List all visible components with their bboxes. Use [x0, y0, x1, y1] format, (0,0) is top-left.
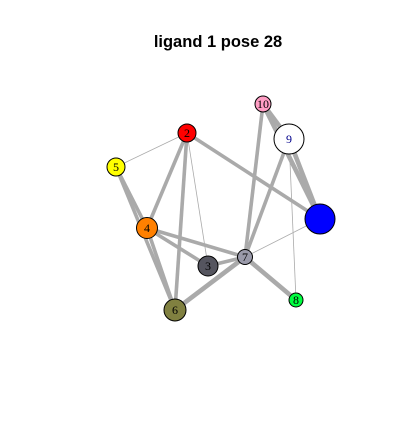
node-6: 6	[163, 298, 187, 322]
edge-4-7	[146, 226, 246, 259]
node-circle-5	[106, 157, 126, 177]
node-3: 3	[197, 255, 219, 277]
edge-7-8	[243, 255, 298, 302]
edge-7-9	[243, 138, 291, 258]
node-circle-9	[273, 123, 305, 155]
node-label-7: 7	[242, 250, 248, 264]
node-label-5: 5	[113, 160, 119, 174]
graph-title: ligand 1 pose 28	[154, 33, 282, 51]
node-10: 10	[254, 95, 272, 113]
node-label-8: 8	[293, 293, 299, 307]
node-8: 8	[288, 292, 304, 308]
nodes-layer: 2 3 4 5 6 7 8 9 10	[106, 95, 336, 322]
edge-4-6	[145, 227, 177, 311]
node-circle-3	[197, 255, 219, 277]
node-circle-7	[237, 249, 253, 265]
node-label-6: 6	[172, 303, 178, 317]
node-4: 4	[136, 217, 158, 239]
node-circle-2	[177, 123, 197, 143]
node-2: 2	[177, 123, 197, 143]
node-7: 7	[237, 249, 253, 265]
node-circle-1	[304, 203, 336, 235]
node-label-2: 2	[184, 126, 190, 140]
node-circle-4	[136, 217, 158, 239]
edge-2-4	[145, 132, 189, 229]
node-label-9: 9	[286, 132, 292, 146]
edge-2-5	[115, 132, 188, 168]
node-circle-6	[163, 298, 187, 322]
node-label-4: 4	[144, 221, 150, 235]
node-9: 9	[273, 123, 305, 155]
node-circle-10	[254, 95, 272, 113]
edge-6-7	[173, 255, 247, 312]
node-1	[304, 203, 336, 235]
edge-9-8	[288, 138, 297, 301]
edge-4-3	[146, 226, 209, 268]
edge-2-6	[173, 132, 189, 311]
edge-7-10	[243, 103, 265, 258]
node-circle-8	[288, 292, 304, 308]
node-label-10: 10	[257, 97, 269, 111]
node-label-3: 3	[205, 259, 211, 273]
node-5: 5	[106, 157, 126, 177]
